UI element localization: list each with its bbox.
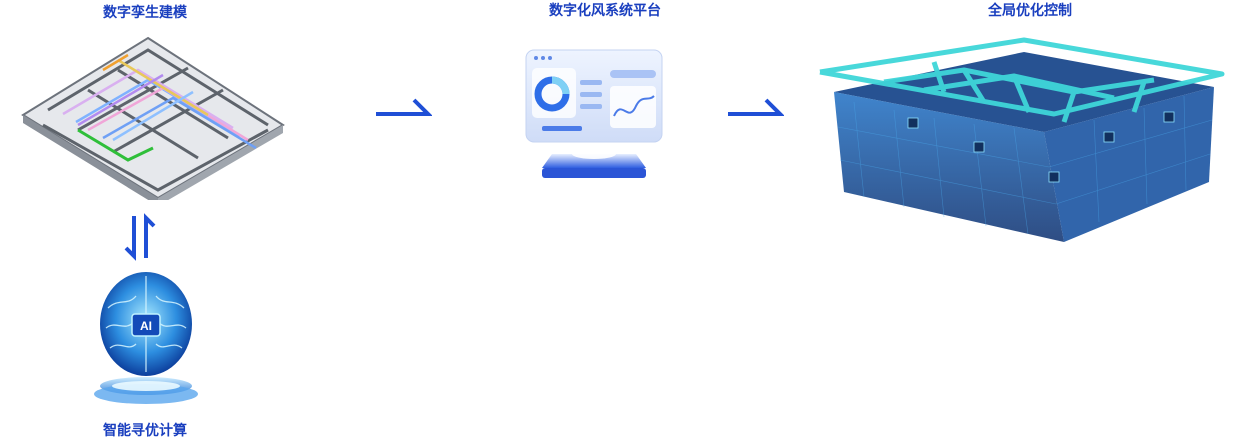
building-model-icon [18,30,286,200]
step-title-digital-twin: 数字孪生建模 [103,5,187,21]
duct-network-icon [814,32,1238,246]
ai-brain-icon: AI [88,268,204,416]
right-arrow-icon [726,96,784,120]
step-title-platform: 数字化风系统平台 [549,3,661,19]
bidirectional-arrow-icon [122,212,158,262]
platform-dashboard-icon [522,46,666,188]
ai-chip [131,313,161,337]
right-arrow-icon [374,96,432,120]
ai-chip-label: AI [140,319,152,333]
step-title-global-control: 全局优化控制 [988,3,1072,19]
step-title-ai-compute: 智能寻优计算 [103,423,187,439]
